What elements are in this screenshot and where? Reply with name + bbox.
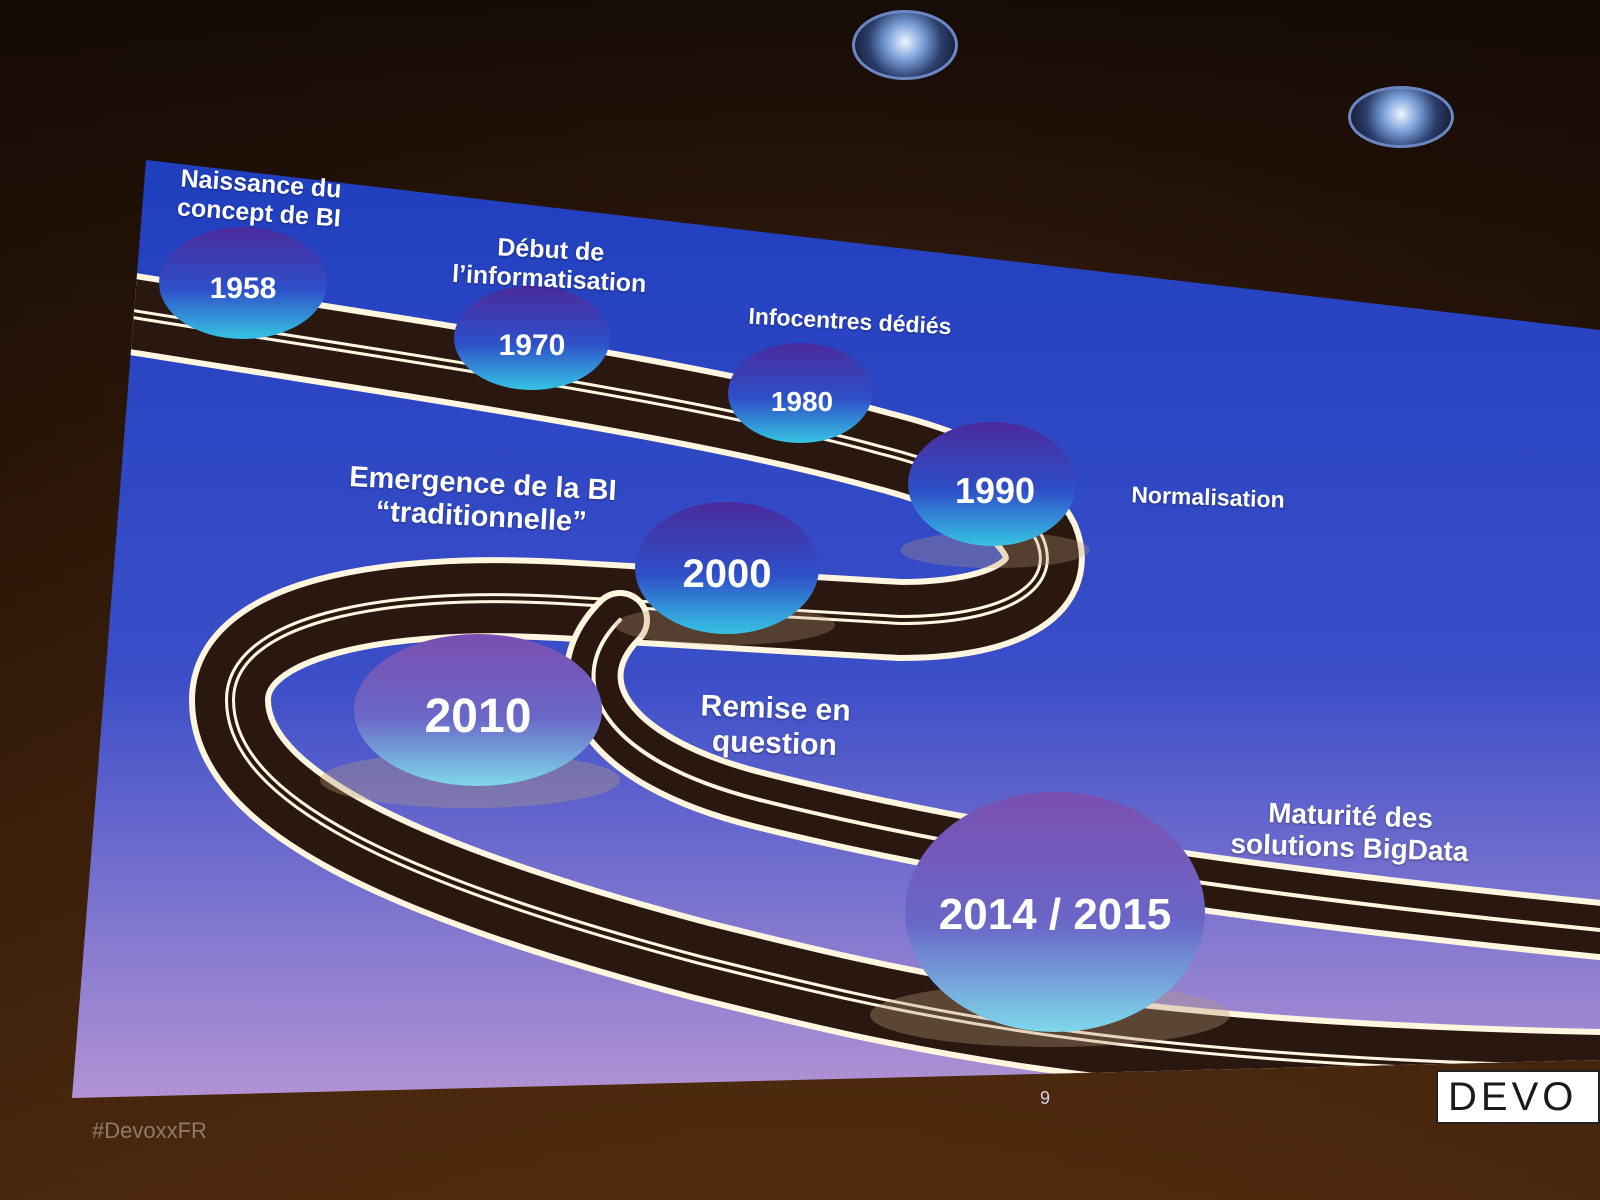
- year-label-2000: 2000: [682, 552, 772, 596]
- milestone-circle-1980: [728, 343, 872, 443]
- year-label-1970: 1970: [498, 329, 566, 362]
- devoxx-logo: DEVO: [1436, 1070, 1600, 1124]
- milestone-circle-2010: [354, 634, 602, 786]
- year-label-1980: 1980: [770, 386, 834, 417]
- caption-2010: Remise en question: [700, 689, 852, 762]
- milestone-circle-1990: [908, 422, 1076, 546]
- event-hashtag: #DevoxxFR: [92, 1118, 207, 1143]
- slide-page-number: 9: [1040, 1088, 1051, 1108]
- caption-2014-2015: Maturité des solutions BigData: [1229, 797, 1469, 868]
- ceiling-spotlight-right: [1348, 86, 1454, 148]
- milestone-circle-2014-2015: [905, 792, 1205, 1032]
- milestone-circle-2000: [635, 502, 819, 634]
- ceiling-spotlight-left: [852, 10, 958, 80]
- year-label-1958: 1958: [209, 272, 277, 305]
- year-label-1990: 1990: [954, 470, 1036, 511]
- year-label-2010: 2010: [424, 690, 532, 743]
- year-label-2014-2015: 2014 / 2015: [938, 890, 1172, 939]
- milestone-circle-1970: [454, 286, 610, 390]
- milestone-circle-1958: [159, 227, 327, 339]
